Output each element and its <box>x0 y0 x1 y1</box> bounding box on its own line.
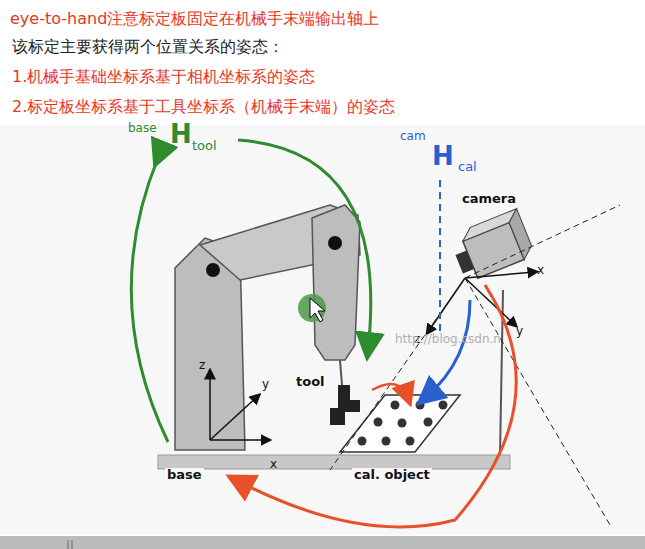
axis-label: x <box>537 264 544 277</box>
part-name: cal. object <box>352 468 432 482</box>
part-name: base <box>165 468 204 482</box>
title: eye-to-hand注意标定板固定在机械手末端输出轴上 <box>10 10 379 28</box>
axis-label: y <box>262 378 269 391</box>
frame-super: cam <box>400 130 426 143</box>
note-line: 2.标定板坐标系基于工具坐标系（机械手末端）的姿态 <box>10 98 397 116</box>
frame-sub: cal <box>458 160 477 174</box>
transform-symbol: H <box>170 120 192 149</box>
frame-sub: tool <box>192 139 217 153</box>
watermark: http://blog.csdn.n <box>395 333 501 346</box>
axis-label: z <box>199 359 205 372</box>
axis-label: y <box>516 325 523 338</box>
part-name: tool <box>296 375 325 389</box>
frame-super: base <box>128 122 157 135</box>
transform-symbol: H <box>432 142 454 171</box>
axis-label: x <box>270 458 277 471</box>
part-name: camera <box>462 192 516 206</box>
note-line: 该标定主要获得两个位置关系的姿态： <box>10 38 286 56</box>
note-line: 1.机械手基础坐标系基于相机坐标系的姿态 <box>10 68 317 86</box>
